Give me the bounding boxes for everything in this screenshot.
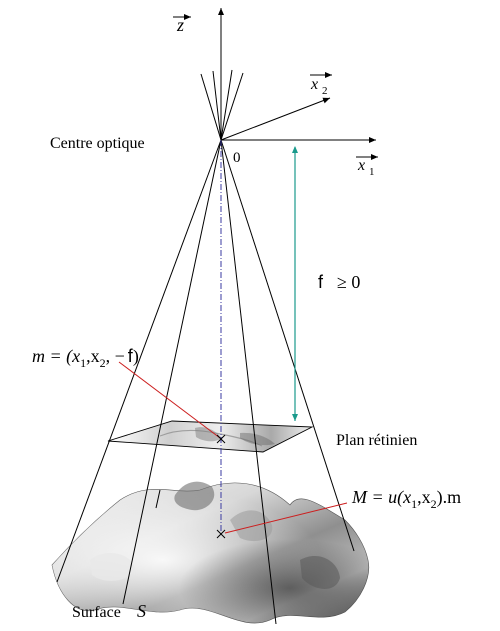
surface-relief — [51, 481, 370, 624]
retinal-plane — [107, 420, 314, 453]
pointer-M — [224, 502, 348, 534]
point-m-marker — [216, 434, 226, 444]
surface-label: Surface S — [72, 601, 146, 621]
point-markers — [216, 434, 226, 539]
pointer-m — [118, 361, 221, 439]
svg-text:1: 1 — [369, 166, 375, 178]
svg-text:z: z — [176, 15, 184, 35]
svg-text:S: S — [137, 601, 146, 621]
z-axis-label: z — [173, 14, 191, 35]
centre-optique-label: Centre optique — [50, 135, 145, 152]
svg-text:x: x — [357, 157, 365, 174]
svg-text:x: x — [310, 76, 318, 93]
label-pointers — [118, 361, 348, 534]
projection-rays — [56, 69, 355, 625]
point-M-label: M = u(x1,x2).m — [351, 487, 461, 511]
x2-axis-label: x 2 — [310, 72, 332, 97]
svg-text:2: 2 — [322, 85, 328, 97]
svg-text:Surface: Surface — [72, 604, 121, 621]
point-M-marker — [216, 529, 226, 539]
svg-text:≥ 0: ≥ 0 — [337, 272, 360, 292]
focal-inequality-label: f ≥ 0 — [318, 272, 360, 292]
x1-axis-label: x 1 — [356, 154, 378, 178]
x2-axis — [220, 97, 331, 141]
svg-text:f: f — [318, 272, 324, 292]
origin-label: 0 — [233, 150, 241, 166]
coordinate-axes — [218, 8, 376, 143]
plan-retinien-label: Plan rétinien — [336, 432, 417, 449]
point-m-label: m = (x1,x2, −f) — [32, 346, 139, 370]
